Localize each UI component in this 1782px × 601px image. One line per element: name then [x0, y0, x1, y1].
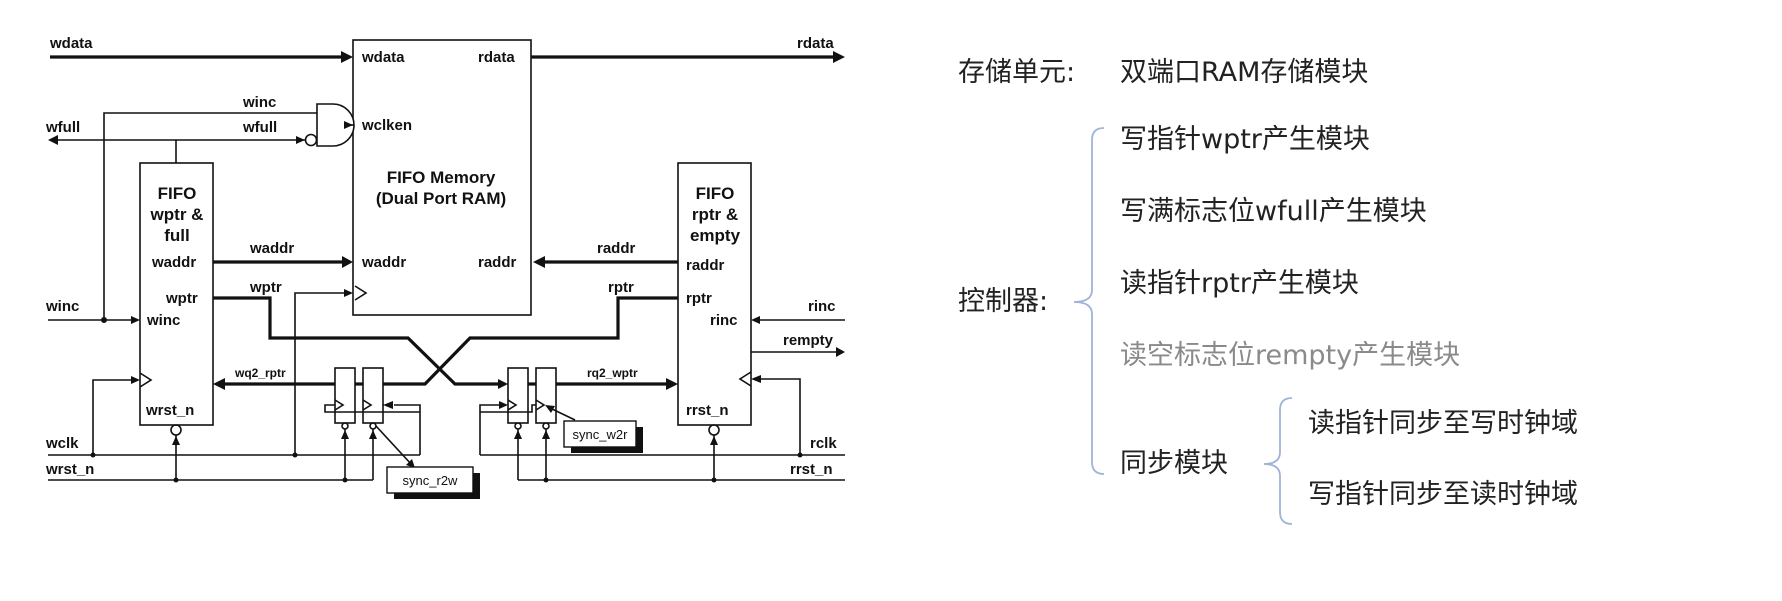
fifo-memory-block	[352, 39, 532, 316]
storage-label: 存储单元:	[958, 57, 1076, 88]
sync-w2r-tag: sync_w2r	[573, 427, 629, 442]
rblock-port-rptr: rptr	[686, 290, 712, 307]
storage-value: 双端口RAM存储模块	[1120, 57, 1369, 88]
signal-wclk: wclk	[45, 435, 79, 452]
and-gate	[316, 103, 355, 147]
signal-wrst-n: wrst_n	[45, 461, 94, 478]
rblock-port-rrst: rrst_n	[686, 402, 729, 419]
rblock-port-raddr: raddr	[686, 257, 725, 274]
memory-port-raddr: raddr	[478, 254, 517, 271]
fifo-wptr-full-block	[139, 162, 214, 426]
sync-item-w2r: 写指针同步至读时钟域	[1308, 479, 1578, 510]
memory-title-line1: FIFO Memory	[387, 168, 496, 187]
wblock-title-line1: FIFO	[158, 184, 197, 203]
signal-wq2-rptr: wq2_rptr	[234, 366, 286, 380]
signal-rrst-n: rrst_n	[790, 461, 833, 478]
signal-winc-gate: winc	[242, 94, 276, 111]
memory-title-line2: (Dual Port RAM)	[376, 189, 506, 208]
legend-brackets	[1073, 127, 1293, 525]
wblock-title-line3: full	[164, 226, 190, 245]
sync-label: 同步模块	[1120, 448, 1228, 479]
signal-rinc-in: rinc	[808, 298, 836, 315]
sync-w2r-ff2	[535, 367, 557, 424]
wblock-port-wrst: wrst_n	[145, 402, 194, 419]
signal-rdata: rdata	[797, 35, 834, 52]
signal-rq2-wptr: rq2_wptr	[587, 366, 638, 380]
wblock-port-winc: winc	[146, 312, 180, 329]
rblock-title-line1: FIFO	[696, 184, 735, 203]
signal-wptr: wptr	[249, 279, 282, 296]
signal-wfull-out: wfull	[45, 119, 80, 136]
memory-port-waddr: waddr	[361, 254, 406, 271]
signal-rptr: rptr	[608, 279, 634, 296]
signal-waddr: waddr	[249, 240, 294, 257]
controller-brace	[1073, 127, 1105, 475]
sync-brace	[1263, 397, 1293, 525]
async-fifo-block-diagram: wdata rdata wclken FIFO Memory (Dual Por…	[45, 35, 845, 499]
sync-item-r2w: 读指针同步至写时钟域	[1308, 408, 1578, 439]
wblock-title-line2: wptr &	[150, 205, 204, 224]
module-legend: 存储单元: 双端口RAM存储模块 控制器: 写指针wptr产生模块 写满标志位w…	[958, 0, 1782, 601]
signal-raddr: raddr	[597, 240, 636, 257]
memory-port-rdata: rdata	[478, 49, 515, 66]
signal-winc-in: winc	[45, 298, 79, 315]
signal-rempty-out: rempty	[783, 332, 834, 349]
fifo-rptr-empty-block	[677, 162, 752, 426]
memory-port-wdata: wdata	[361, 49, 405, 66]
rblock-title-line2: rptr &	[692, 205, 738, 224]
rblock-port-rinc: rinc	[710, 312, 738, 329]
controller-label: 控制器:	[958, 286, 1049, 317]
sync-w2r-ff1	[507, 367, 529, 424]
sync-r2w-tag: sync_r2w	[403, 473, 459, 488]
controller-item-rempty: 读空标志位rempty产生模块	[1120, 340, 1461, 371]
signal-rclk: rclk	[810, 435, 837, 452]
wblock-port-wptr: wptr	[165, 290, 198, 307]
rblock-title-line3: empty	[690, 226, 741, 245]
controller-item-rptr: 读指针rptr产生模块	[1120, 268, 1359, 299]
controller-item-wfull: 写满标志位wfull产生模块	[1120, 196, 1427, 227]
wblock-port-waddr: waddr	[151, 254, 196, 271]
signal-wdata: wdata	[49, 35, 93, 52]
sync-r2w-ff1	[334, 367, 356, 424]
sync-r2w-ff2	[362, 367, 384, 424]
signal-wfull-gate: wfull	[242, 119, 277, 136]
controller-item-wptr: 写指针wptr产生模块	[1120, 124, 1370, 155]
memory-port-wclken: wclken	[361, 117, 412, 134]
